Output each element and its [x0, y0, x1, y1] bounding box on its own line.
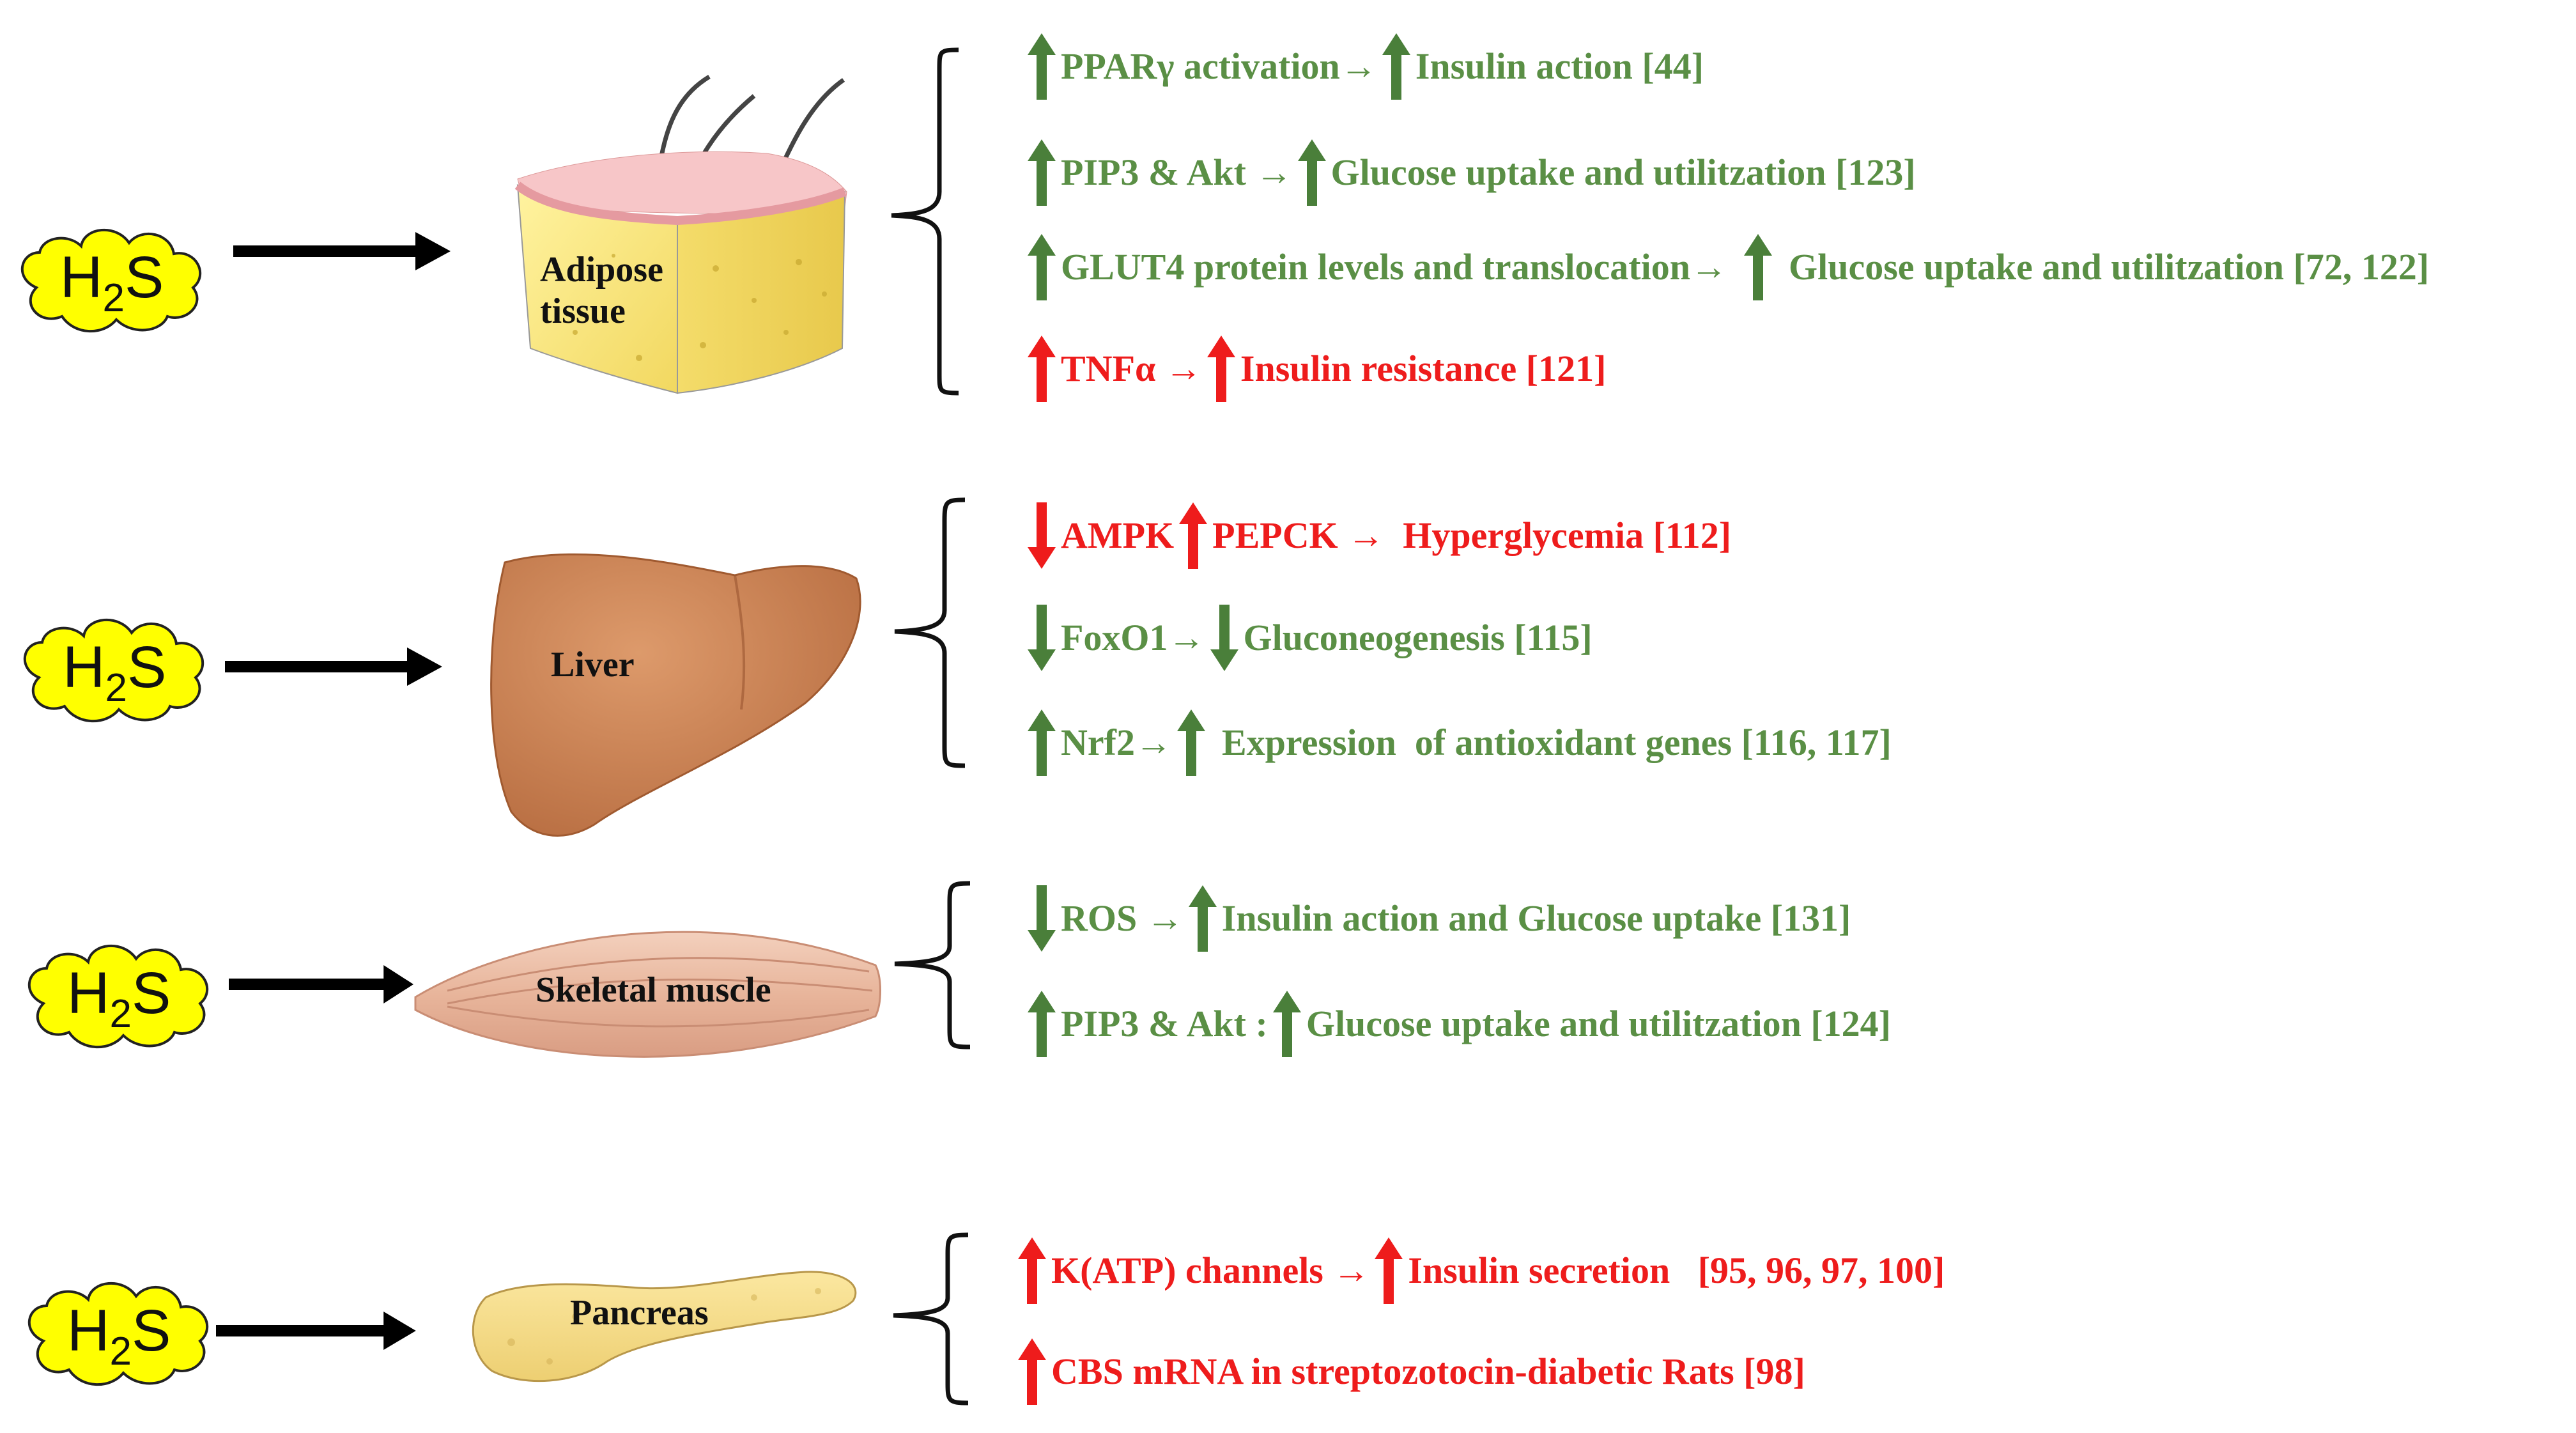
adipose-label-line2: tissue: [540, 291, 626, 331]
pancreas-label: Pancreas: [570, 1293, 709, 1333]
h2s-cloud-adipose: H2S: [20, 228, 202, 333]
effect-text: Expression of antioxidant genes [116, 11…: [1221, 722, 1892, 763]
adipose-label-line1: Adipose: [540, 250, 663, 290]
up-arrow-icon: [1028, 33, 1056, 100]
effect-adipose-4: TNFα → Insulin resistance [121]: [1022, 336, 1606, 402]
pancreas-image: Pancreas: [472, 1271, 857, 1383]
h2s-label: H2S: [60, 245, 164, 320]
right-arrow-icon: [229, 965, 413, 1003]
down-arrow-icon: [1028, 502, 1056, 569]
effect-text: TNFα →: [1061, 348, 1202, 389]
h2s-cloud-pancreas: H2S: [27, 1282, 209, 1386]
up-arrow-icon: [1028, 336, 1056, 402]
effect-liver-1: AMPK PEPCK → Hyperglycemia [112]: [1022, 502, 1731, 569]
down-arrow-icon: [1028, 605, 1056, 671]
effect-text: Insulin action and Glucose uptake [131]: [1221, 897, 1851, 939]
effect-text: CBS mRNA in streptozotocin-diabetic Rats…: [1051, 1351, 1805, 1392]
effect-text: Glucose uptake and utilitzation [72, 122…: [1788, 246, 2430, 288]
right-arrow-icon: [216, 1312, 416, 1350]
up-arrow-icon: [1272, 991, 1301, 1057]
h2s-label: H2S: [63, 635, 166, 710]
up-arrow-icon: [1018, 1237, 1046, 1304]
curly-brace-icon: [893, 1232, 969, 1406]
adipose-tissue-image: Adipose tissue: [514, 74, 847, 394]
skeletal-muscle-image: Skeletal muscle: [414, 931, 881, 1058]
up-arrow-icon: [1176, 709, 1205, 776]
up-arrow-icon: [1179, 502, 1208, 569]
effect-text: Insulin resistance [121]: [1240, 348, 1607, 389]
effect-text: PIP3 & Akt →: [1061, 151, 1293, 193]
up-arrow-icon: [1375, 1237, 1403, 1304]
effect-adipose-3: GLUT4 protein levels and translocation→ …: [1022, 234, 2429, 300]
up-arrow-icon: [1188, 885, 1217, 952]
up-arrow-icon: [1207, 336, 1235, 402]
up-arrow-icon: [1028, 139, 1056, 206]
effect-text: Gluconeogenesis [115]: [1243, 617, 1593, 658]
effect-muscle-2: PIP3 & Akt : Glucose uptake and utilitza…: [1022, 991, 1891, 1057]
effect-text: Glucose uptake and utilitzation [124]: [1306, 1003, 1891, 1044]
effect-pancreas-1: K(ATP) channels → Insulin secretion [95,…: [1013, 1237, 1945, 1304]
effect-text: Insulin secretion [95, 96, 97, 100]: [1408, 1250, 1945, 1291]
skeletal-muscle-label: Skeletal muscle: [536, 970, 771, 1010]
up-arrow-icon: [1297, 139, 1326, 206]
effect-text: ROS →: [1061, 897, 1184, 939]
effect-adipose-2: PIP3 & Akt → Glucose uptake and utilitza…: [1022, 139, 1916, 206]
h2s-cloud-liver: H2S: [23, 618, 204, 723]
h2s-label: H2S: [67, 961, 171, 1036]
effect-text: PEPCK → Hyperglycemia [112]: [1212, 515, 1732, 556]
curly-brace-icon: [891, 47, 959, 396]
effect-text: GLUT4 protein levels and translocation→: [1061, 246, 1727, 288]
liver-label: Liver: [551, 645, 635, 685]
up-arrow-icon: [1382, 33, 1410, 100]
down-arrow-icon: [1210, 605, 1238, 671]
effect-pancreas-2: CBS mRNA in streptozotocin-diabetic Rats…: [1013, 1338, 1805, 1405]
down-arrow-icon: [1028, 885, 1056, 952]
effect-adipose-1: PPARγ activation→ Insulin action [44]: [1022, 33, 1704, 100]
curly-brace-icon: [894, 497, 966, 768]
curly-brace-icon: [894, 881, 971, 1050]
up-arrow-icon: [1028, 991, 1056, 1057]
effect-muscle-1: ROS → Insulin action and Glucose uptake …: [1022, 885, 1851, 952]
effect-text: PPARγ activation→: [1061, 45, 1377, 87]
up-arrow-icon: [1028, 234, 1056, 300]
effect-text: FoxO1→: [1061, 617, 1205, 658]
liver-image: Liver: [490, 553, 861, 837]
effect-text: Nrf2→: [1061, 722, 1172, 763]
effect-liver-2: FoxO1→ Gluconeogenesis [115]: [1022, 605, 1593, 671]
right-arrow-icon: [233, 232, 451, 270]
up-arrow-icon: [1028, 709, 1056, 776]
effect-liver-3: Nrf2→ Expression of antioxidant genes [1…: [1022, 709, 1892, 776]
right-arrow-icon: [225, 647, 442, 686]
effect-text: Insulin action [44]: [1415, 45, 1704, 87]
effect-text: PIP3 & Akt :: [1061, 1003, 1268, 1044]
up-arrow-icon: [1018, 1338, 1046, 1405]
effect-text: K(ATP) channels →: [1051, 1250, 1370, 1291]
up-arrow-icon: [1743, 234, 1772, 300]
h2s-label: H2S: [67, 1298, 171, 1374]
effect-text: AMPK: [1061, 515, 1175, 556]
effect-text: Glucose uptake and utilitzation [123]: [1330, 151, 1916, 193]
h2s-cloud-muscle: H2S: [27, 944, 209, 1049]
